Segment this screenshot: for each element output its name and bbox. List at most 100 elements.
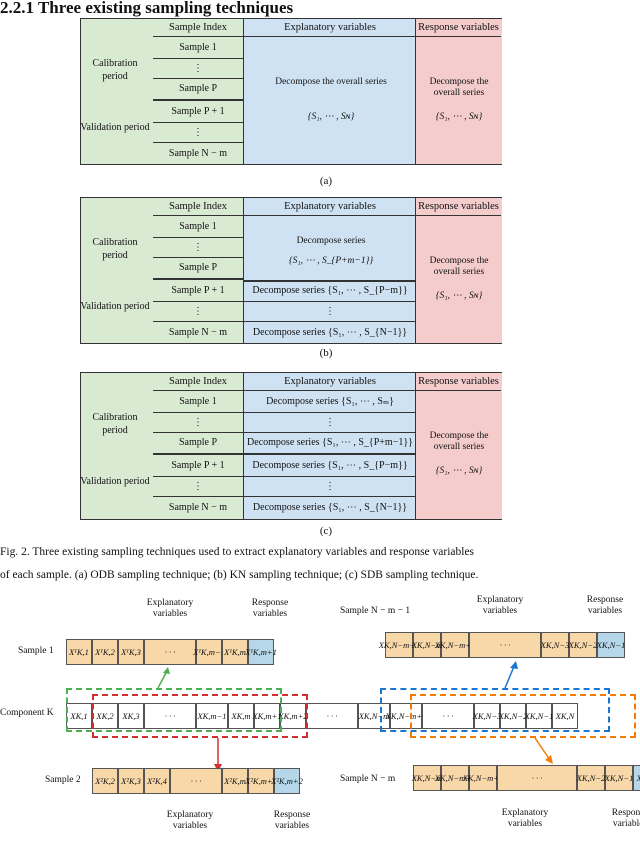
blue-arrowhead	[510, 661, 518, 669]
response-column	[415, 373, 502, 519]
exp-1: Decompose series {S₁, ⋯ , Sₘ}	[244, 391, 416, 413]
explanatory-label-s1: Explanatory variables	[146, 598, 194, 619]
sample-nm1-cell: XK,N−2	[569, 632, 597, 658]
vdots-row: ⋮	[153, 413, 244, 433]
sample-1-cell: X¹K,m+1	[245, 639, 277, 665]
component-cell: XK,m	[228, 703, 254, 729]
validation-label: Validation period	[80, 476, 150, 487]
response-label-snm: Response variables	[611, 808, 640, 829]
header-sample-index: Sample Index	[153, 198, 244, 216]
response-label-s1: Response variables	[251, 598, 289, 619]
calibration-label: Calibration period	[92, 237, 138, 261]
sample-nm1-cell: XK,N−m	[412, 632, 442, 658]
exp-set: {S₁, ⋯ , Sɴ}	[307, 112, 355, 122]
vdots-row: ⋮	[153, 477, 244, 497]
component-cell: XK,N−3	[473, 703, 501, 729]
sample-nm-cell: XK,N−2	[577, 765, 605, 791]
caption-c: (c)	[319, 525, 333, 537]
sample-1-cell: X¹K,3	[118, 639, 144, 665]
table-a: Sample Index Explanatory variables Respo…	[80, 18, 502, 165]
component-cell: · · ·	[422, 703, 474, 729]
sample-nm1-cell: · · ·	[469, 632, 541, 658]
header-explanatory: Explanatory variables	[244, 198, 416, 216]
calibration-label: Calibration period	[92, 412, 138, 436]
header-sample-index: Sample Index	[153, 373, 244, 391]
response-label-snm1: Response variables	[586, 595, 624, 616]
sample-1-cell: X¹K,1	[66, 639, 92, 665]
component-cell: XK,2	[92, 703, 118, 729]
sample-p1-row: Sample P + 1	[153, 280, 244, 302]
exp-p1: Decompose series {S₁, ⋯ , S_{P−m}}	[244, 455, 416, 477]
component-k-label: Component K	[0, 708, 54, 718]
response-label-s2: Response variables	[273, 810, 311, 831]
sample-1-cell: X¹K,m−1	[193, 639, 225, 665]
sample-2-label: Sample 2	[45, 775, 81, 785]
sample-1-row: Sample 1	[153, 37, 244, 59]
window-red	[92, 694, 308, 738]
sample-2-cell: X²K,m+1	[245, 768, 277, 794]
explanatory-column	[243, 19, 416, 164]
resp-text: Decompose the overall series	[429, 431, 489, 452]
section-heading: 2.2.1 Three existing sampling techniques	[0, 0, 294, 17]
sample-nm-cell: XK,N−1	[605, 765, 633, 791]
sample-nm-row: Sample N − m	[153, 322, 244, 343]
orange-arrow	[534, 737, 551, 761]
exp-nm: Decompose series {S₁, ⋯ , S_{N−1}}	[252, 326, 408, 338]
sample-1-row: Sample 1	[153, 216, 244, 238]
explanatory-label-snm: Explanatory variables	[501, 808, 549, 829]
sample-nm-row: Sample N − m	[153, 143, 244, 164]
explanatory-column	[243, 373, 416, 519]
explanatory-label-s2: Explanatory variables	[166, 810, 214, 831]
window-blue	[380, 688, 610, 732]
sample-1-label: Sample 1	[18, 646, 54, 656]
sample-p1-row: Sample P + 1	[153, 101, 244, 123]
table-b: Sample Index Explanatory variables Respo…	[80, 197, 502, 344]
header-explanatory: Explanatory variables	[244, 19, 416, 37]
vdots-exp: ⋮	[244, 477, 416, 497]
exp-nm: Decompose series {S₁, ⋯ , S_{N−1}}	[252, 502, 408, 513]
fig2-caption-line1: Fig. 2. Three existing sampling techniqu…	[0, 546, 475, 558]
sample-2-cell: X²K,4	[144, 768, 170, 794]
sample-2-cell: X²K,m+2	[271, 768, 303, 794]
explanatory-column	[243, 198, 416, 343]
exp-p1: Decompose series {S₁, ⋯ , S_{P−m}}	[244, 280, 416, 302]
sample-2-cell: X²K,2	[92, 768, 118, 794]
component-cell: XK,N−2	[499, 703, 527, 729]
header-response: Response variables	[416, 19, 501, 37]
sample-p-row: Sample P	[153, 433, 244, 455]
vdots-row: ⋮	[153, 59, 244, 79]
sample-2-cell: · · ·	[170, 768, 222, 794]
sample-nm1-label: Sample N − m − 1	[340, 606, 411, 616]
header-response: Response variables	[416, 373, 501, 391]
sample-1-cell: X¹K,2	[92, 639, 118, 665]
sample-1-row: Sample 1	[153, 391, 244, 413]
exp-cal-set: {S₁, ⋯ , S_{P+m−1}}	[288, 256, 374, 266]
sample-nm-row: Sample N − m	[153, 497, 244, 519]
header-sample-index: Sample Index	[153, 19, 244, 37]
sample-nm-cell: · · ·	[497, 765, 577, 791]
sample-nm-cell: XK,N−m+2	[463, 765, 503, 791]
component-cell: XK,m+1	[252, 703, 282, 729]
response-column	[415, 19, 502, 164]
component-cell: · · ·	[144, 703, 196, 729]
sample-index-column	[81, 198, 243, 343]
exp-cal: Decompose series	[296, 236, 366, 246]
sample-p-row: Sample P	[153, 79, 244, 101]
sample-1-cell: · · ·	[144, 639, 196, 665]
vdots-exp: ⋮	[244, 302, 416, 322]
vdots-row: ⋮	[153, 238, 244, 258]
resp-text: Decompose the overall series	[429, 77, 489, 98]
calibration-label: Calibration period	[92, 58, 138, 82]
component-cell: XK,m−1	[196, 703, 228, 729]
explanatory-label-snm1: Explanatory variables	[476, 595, 524, 616]
sample-nm-cell: XK,N−m+1	[435, 765, 475, 791]
sample-1-cell: X¹K,m	[222, 639, 248, 665]
sample-p1-row: Sample P + 1	[153, 455, 244, 477]
orange-arrowhead	[545, 755, 553, 764]
sample-2-cell: X²K,m	[222, 768, 248, 794]
sample-p-row: Sample P	[153, 258, 244, 280]
sample-nm1-cell: XK,N−1	[597, 632, 625, 658]
resp-set: {S₁, ⋯ , Sɴ}	[435, 112, 483, 122]
validation-label: Validation period	[80, 301, 150, 312]
